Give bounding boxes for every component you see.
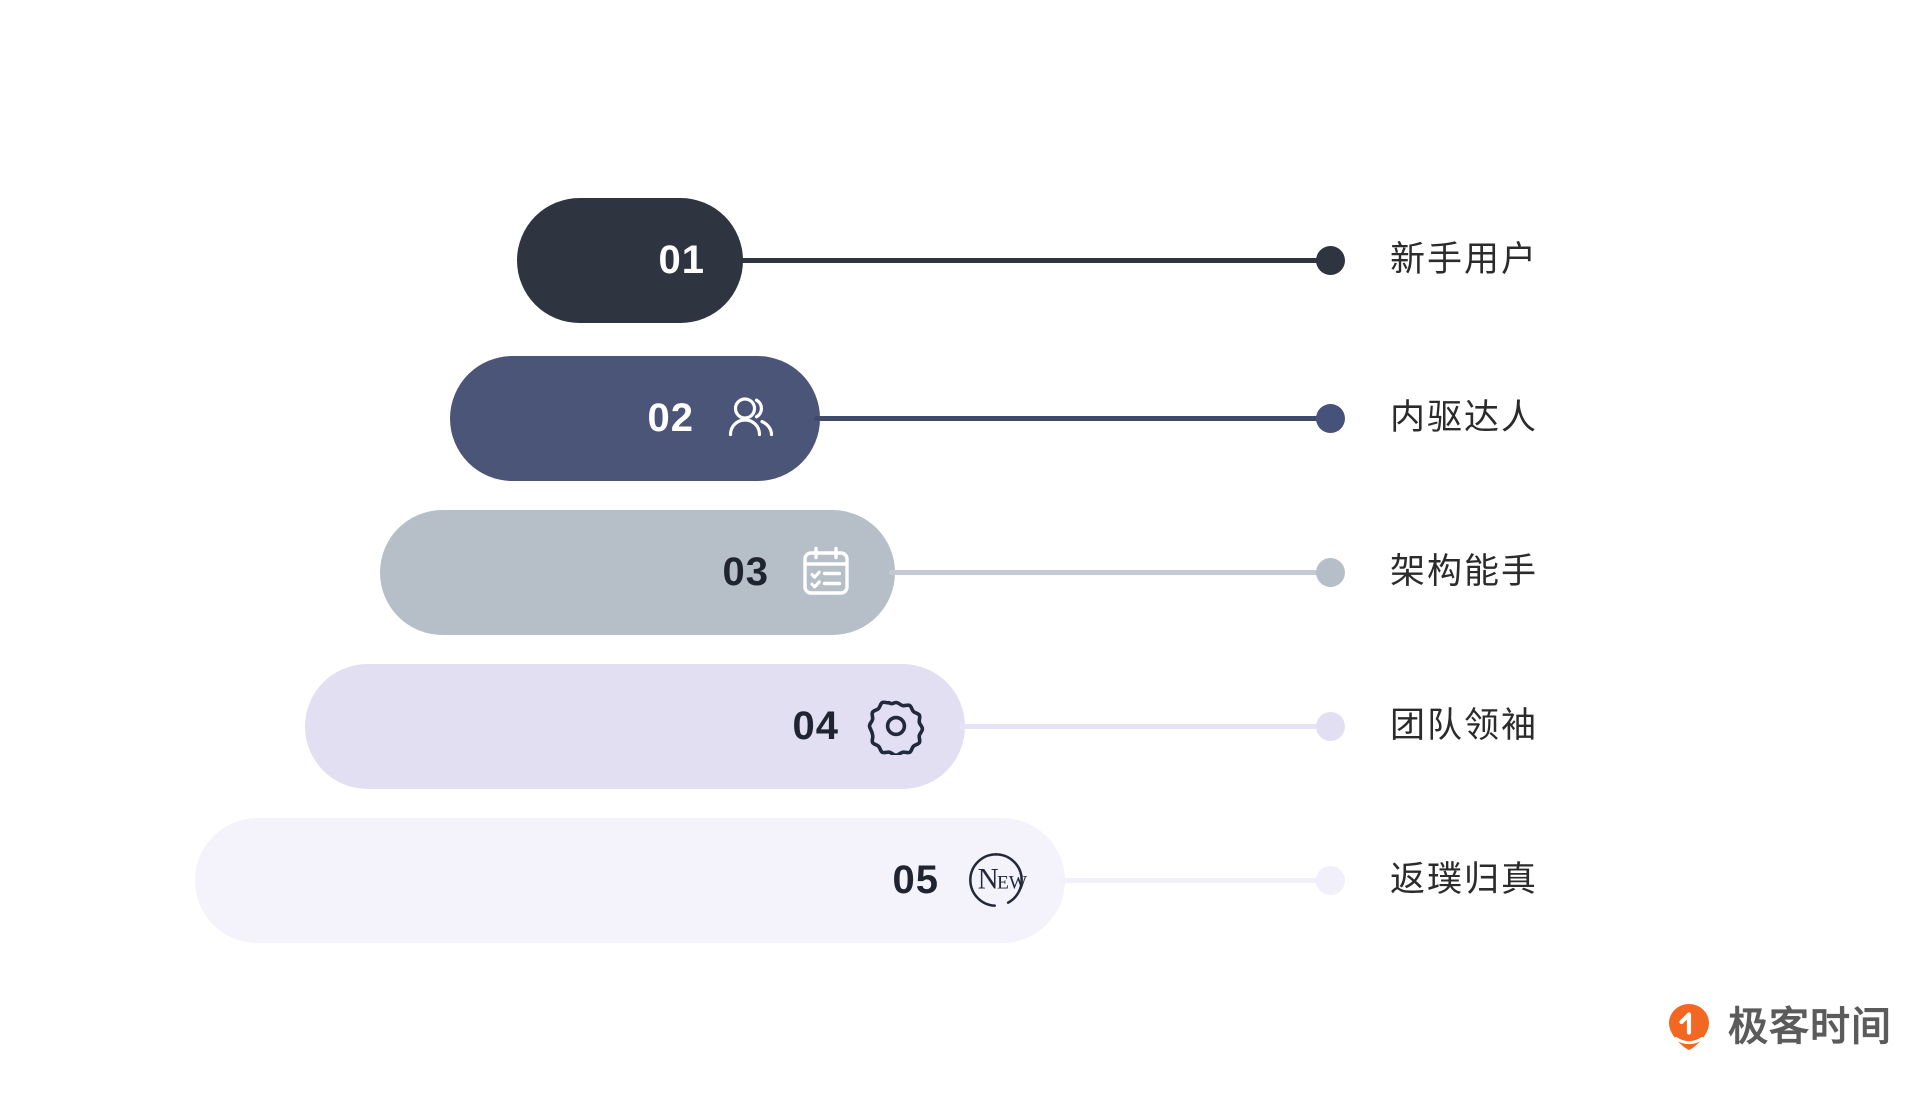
level-bar-03[interactable]: 03 [380,509,895,635]
bar-content-05: 01 [659,240,706,280]
level-label-02: 团队领袖 [1390,706,1539,745]
connector-line-02 [959,723,1330,729]
connector-dot-02 [1315,711,1345,741]
level-label-04: 内驱达人 [1390,398,1539,437]
level-number-05: 01 [658,238,705,282]
connector-dot-04 [1315,403,1345,433]
svg-text:N: N [978,864,999,896]
level-bar-04[interactable]: 02 [450,355,820,481]
gear-icon [865,695,927,757]
users-icon [720,387,782,449]
bar-content-03: 03 [723,541,858,603]
level-number-01: 05 [892,858,939,902]
connector-dot-01 [1315,865,1345,895]
level-label-05: 新手用户 [1390,240,1539,279]
level-label-03: 架构能手 [1390,552,1539,591]
connector-line-03 [889,569,1330,575]
new-badge-icon: N EW [965,849,1027,911]
brand-logo: 极客时间 [1664,1002,1892,1052]
connector-dot-05 [1315,245,1345,275]
level-number-02: 04 [792,704,839,748]
geektime-logo-icon [1664,1002,1714,1052]
connector-dot-03 [1315,557,1345,587]
level-bar-01[interactable]: 05 N EW [195,817,1065,943]
level-number-03: 03 [722,550,769,594]
calendar-checklist-icon [795,541,857,603]
connector-line-01 [1059,877,1330,883]
brand-name: 极客时间 [1728,1005,1892,1049]
bar-content-04: 02 [648,387,783,449]
level-label-01: 返璞归真 [1390,860,1539,899]
connector-line-05 [737,257,1330,263]
bar-content-01: 05 N EW [892,849,1027,911]
level-bar-02[interactable]: 04 [305,663,965,789]
bar-content-02: 04 [793,695,928,757]
svg-text:EW: EW [997,873,1027,894]
connector-line-04 [814,415,1330,421]
level-bar-05[interactable]: 01 [517,197,743,323]
level-number-04: 02 [647,396,694,440]
